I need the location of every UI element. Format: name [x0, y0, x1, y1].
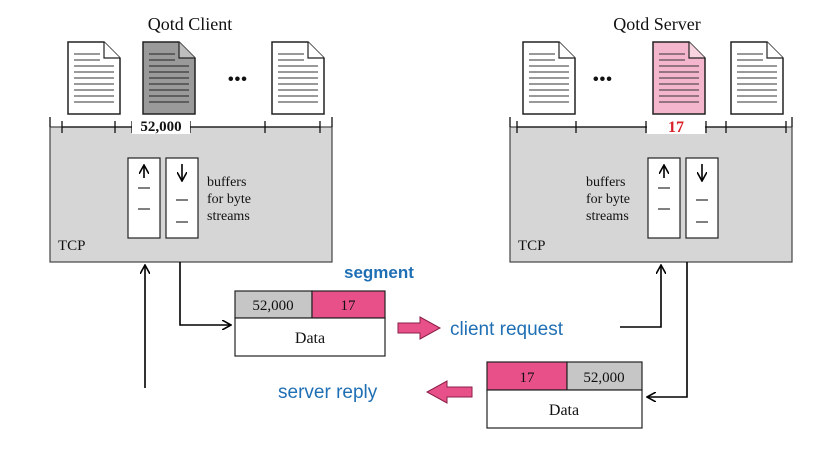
- server-tcp-label: TCP: [518, 238, 546, 254]
- server-document-icon-3: [730, 41, 784, 115]
- reply-destination-port: 52,000: [583, 370, 624, 386]
- server-port-number: 17: [668, 119, 684, 136]
- client-buffer-label-line-2: for byte: [207, 192, 251, 207]
- segment-label: segment: [344, 263, 414, 282]
- server-document-icon-1: [522, 41, 576, 115]
- request-source-port: 52,000: [252, 298, 293, 314]
- request-destination-port: 17: [341, 298, 357, 314]
- server-reply-label: server reply: [278, 382, 378, 403]
- client-buffer-label: buffers for byte streams: [207, 175, 251, 224]
- request-to-server-arrow: [620, 266, 661, 328]
- reply-segment: 17 52,000 Data: [486, 361, 643, 429]
- server-to-reply-arrow: [648, 262, 688, 397]
- client-ellipsis: •••: [228, 71, 248, 88]
- reply-direction-arrow: [425, 380, 473, 404]
- client-receive-buffer: [165, 157, 199, 239]
- reply-data: Data: [549, 402, 579, 419]
- request-segment: 52,000 17 Data: [234, 290, 386, 357]
- client-port-number: 52,000: [140, 119, 181, 135]
- client-buffer-label-line-1: buffers: [207, 175, 246, 190]
- client-document-icon-active: [142, 41, 196, 115]
- server-document-icon-active: [652, 41, 706, 115]
- server-buffer-label: buffers for byte streams: [586, 175, 630, 224]
- client-to-request-arrow: [179, 262, 230, 325]
- client-document-icon-3: [271, 41, 325, 115]
- server-ellipsis: •••: [593, 71, 613, 88]
- server-receive-buffer: [685, 157, 719, 239]
- request-data: Data: [295, 330, 325, 347]
- client-tcp-label: TCP: [58, 238, 86, 254]
- client-buffer-label-line-3: streams: [207, 209, 250, 224]
- server-buffer-label-line-1: buffers: [586, 175, 625, 190]
- request-direction-arrow: [397, 316, 442, 340]
- client-title: Qotd Client: [148, 14, 233, 34]
- client-request-label: client request: [450, 319, 564, 340]
- server-buffer-label-line-3: streams: [586, 209, 629, 224]
- client-document-icon-1: [67, 41, 121, 115]
- server-buffer-label-line-2: for byte: [586, 192, 630, 207]
- reply-source-port: 17: [520, 370, 536, 386]
- server-send-buffer: [647, 157, 681, 239]
- server-title: Qotd Server: [613, 14, 700, 34]
- client-send-buffer: [127, 157, 161, 239]
